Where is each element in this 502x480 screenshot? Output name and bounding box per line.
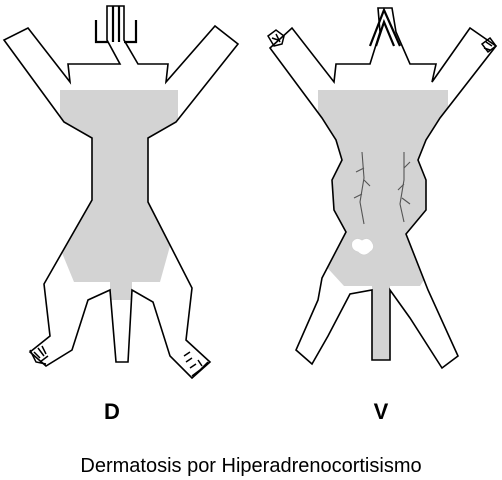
dorsal-body-outline (2, 5, 240, 380)
ventral-paw-marks (267, 29, 498, 54)
dorsal-paw-marks (29, 345, 209, 377)
dorsal-view: D (2, 5, 240, 424)
ventral-view: V (267, 7, 498, 424)
ventral-vein-marks (353, 151, 411, 225)
dorsal-view-label: D (104, 399, 120, 424)
ventral-head-marks (368, 7, 402, 47)
dorsal-tail-lesion (110, 282, 132, 300)
dorsal-trunk-lesion (60, 90, 178, 282)
ventral-view-label: V (374, 399, 389, 424)
figure-caption: Dermatosis por Hiperadrenocortisismo (80, 455, 421, 477)
ventral-trunk-lesion (318, 90, 448, 286)
ventral-body-outline (268, 7, 498, 370)
dorsal-affected-areas (60, 90, 178, 300)
ventral-tail-lesion (372, 286, 390, 362)
dorsal-head-marks (94, 6, 138, 44)
ventral-white-patch (351, 238, 374, 256)
ventral-affected-areas (318, 90, 448, 362)
